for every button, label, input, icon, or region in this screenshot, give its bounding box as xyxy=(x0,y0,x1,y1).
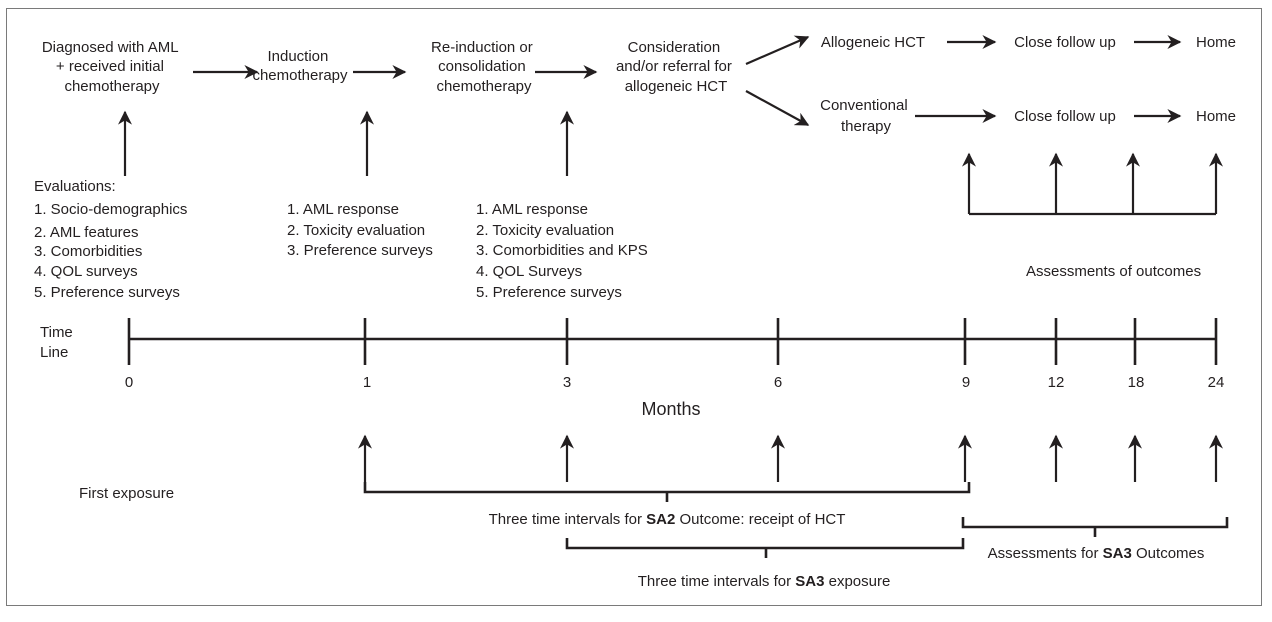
flow-step-reinduction: Re-induction or consolidation chemothera… xyxy=(431,39,537,95)
evaluations-list-1: 1. AML response 2. Toxicity evaluation 3… xyxy=(287,201,433,259)
flow-step-consideration: Consideration and/or referral for alloge… xyxy=(616,39,736,95)
sa3-exposure-bracket xyxy=(565,538,965,558)
flow-follow-up-bottom: Close follow up xyxy=(1014,108,1116,125)
flow-branch-allogeneic: Allogeneic HCT xyxy=(821,34,925,51)
timeline-label: Time Line xyxy=(40,324,77,361)
exposure-arrows xyxy=(358,434,1223,482)
timeline-tick-label-3: 3 xyxy=(563,374,571,391)
flow-arrow-branch-up xyxy=(745,35,810,66)
sa3-outcomes-label: Assessments for SA3 Outcomes xyxy=(988,545,1205,562)
timeline-tick-label-0: 0 xyxy=(125,374,133,391)
flow-step-induction: Induction chemotherapy xyxy=(252,48,348,84)
timeline-ticks: 0 1 3 6 9 12 18 24 xyxy=(125,318,1225,391)
sa3-outcomes-bracket xyxy=(961,517,1229,537)
timeline-tick-label-24: 24 xyxy=(1208,374,1225,391)
sa2-bracket-label: Three time intervals for SA2 Outcome: re… xyxy=(489,511,846,528)
flow-home-top: Home xyxy=(1196,34,1236,51)
sa2-bracket xyxy=(363,482,971,502)
months-axis-title: Months xyxy=(641,399,700,419)
flow-home-bottom: Home xyxy=(1196,108,1236,125)
first-exposure-label: First exposure xyxy=(79,485,174,502)
sa3-exposure-label: Three time intervals for SA3 exposure xyxy=(638,573,891,590)
timeline-tick-label-6: 6 xyxy=(774,374,782,391)
evaluations-list-0: Evaluations: 1. Socio-demographics 2. AM… xyxy=(34,178,192,301)
figure-frame xyxy=(6,8,1262,606)
flow-follow-up-top: Close follow up xyxy=(1014,34,1116,51)
evaluations-list-3: 1. AML response 2. Toxicity evaluation 3… xyxy=(476,201,652,301)
timeline-tick-label-1: 1 xyxy=(363,374,371,391)
assessments-of-outcomes-label: Assessments of outcomes xyxy=(1026,263,1201,280)
timeline-tick-label-9: 9 xyxy=(962,374,970,391)
timeline-tick-label-12: 12 xyxy=(1048,374,1065,391)
flow-step-diagnosed: Diagnosed with AML + received initial ch… xyxy=(42,39,182,95)
flow-branch-conventional: Conventional therapy xyxy=(820,97,912,135)
timeline-tick-label-18: 18 xyxy=(1128,374,1145,391)
flow-arrow-branch-down xyxy=(745,90,810,126)
